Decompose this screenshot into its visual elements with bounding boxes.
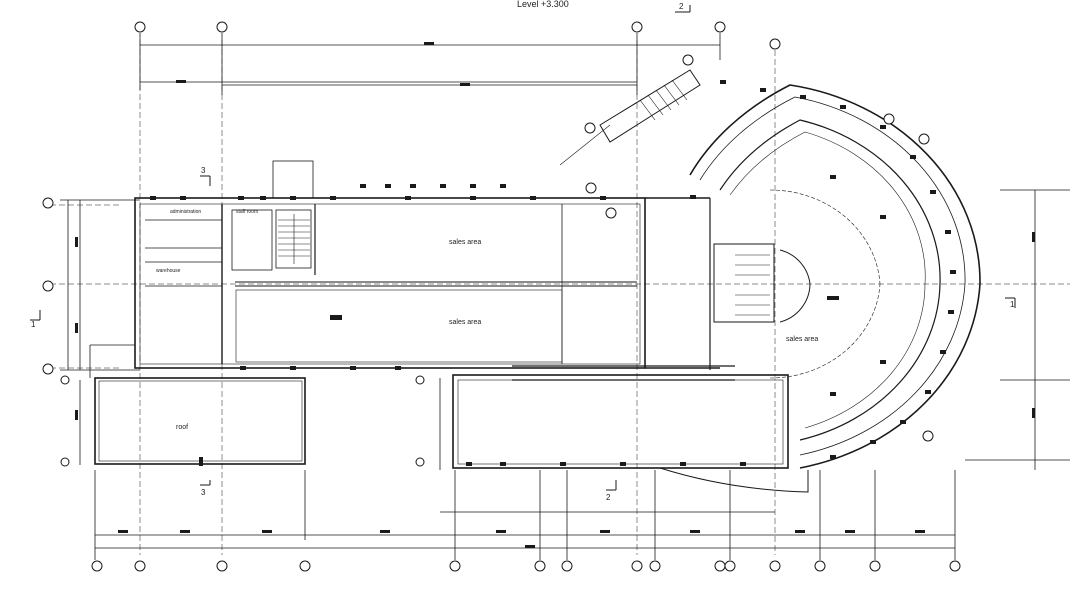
room-label-sales-area-ring: sales area xyxy=(786,336,819,343)
stair-rect xyxy=(278,214,310,264)
lower-middle-block xyxy=(439,365,809,493)
section-mark-bottom-3: 3 xyxy=(201,488,206,497)
level-title: Level +3.300 xyxy=(517,0,569,9)
window-markers-top xyxy=(150,184,696,200)
window-markers-bottom xyxy=(240,366,746,466)
connector xyxy=(645,197,775,370)
room-label-staff-room: staff room xyxy=(236,209,259,215)
axis-bubbles xyxy=(42,21,961,572)
right-dimension-lines xyxy=(965,189,1070,470)
bottom-dimension-lines xyxy=(94,470,956,560)
section-mark-top-2: 2 xyxy=(679,2,684,11)
section-marks xyxy=(30,5,1016,491)
room-label-administration: administration xyxy=(170,209,202,215)
rectangular-block xyxy=(134,160,646,369)
ring-block xyxy=(689,84,981,469)
section-mark-right-1: 1 xyxy=(1010,300,1015,309)
room-label-sales-area-lower: sales area xyxy=(449,319,482,326)
room-label-warehouse: warehouse xyxy=(156,268,181,274)
section-mark-left-1: 1 xyxy=(31,320,36,329)
left-dimension-lines xyxy=(60,199,140,465)
grid-axis-lines xyxy=(50,40,1070,555)
wall-markers xyxy=(75,42,1035,548)
roof-block xyxy=(89,344,306,465)
section-mark-bottom-2: 2 xyxy=(606,493,611,502)
central-stair xyxy=(735,254,770,316)
room-label-roof: roof xyxy=(176,424,189,431)
ring-markers xyxy=(720,80,956,459)
ring-stair xyxy=(559,69,701,166)
room-label-sales-area-upper: sales area xyxy=(449,239,482,246)
section-mark-top-3: 3 xyxy=(201,166,206,175)
